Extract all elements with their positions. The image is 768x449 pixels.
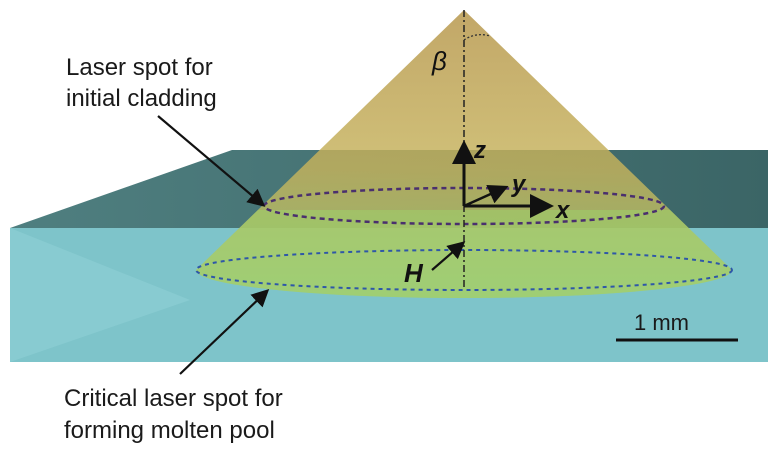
laser-spot-pointer-arrow (157, 115, 266, 207)
h-label: H (404, 258, 424, 288)
beta-angle-arc (463, 34, 491, 41)
y-axis-arrow (463, 185, 509, 208)
laser-spot-label-line1: Laser spot for (66, 54, 213, 81)
x-axis-label: x (554, 197, 571, 224)
critical-spot-label-line2: forming molten pool (64, 417, 275, 444)
critical-spot-pointer-arrow (179, 288, 270, 375)
beta-label: β (431, 46, 447, 76)
critical-spot-label-line1: Critical laser spot for (64, 385, 283, 412)
scale-bar: 1 mm (616, 310, 738, 342)
scale-bar-label: 1 mm (634, 310, 689, 335)
y-axis-label: y (511, 171, 527, 198)
substrate-side-shade (10, 228, 190, 362)
laser-spot-label-line2: initial cladding (66, 85, 217, 112)
coordinate-axes: z y x (452, 137, 571, 224)
z-axis-label: z (473, 137, 486, 164)
h-distance-arrow (431, 241, 466, 271)
